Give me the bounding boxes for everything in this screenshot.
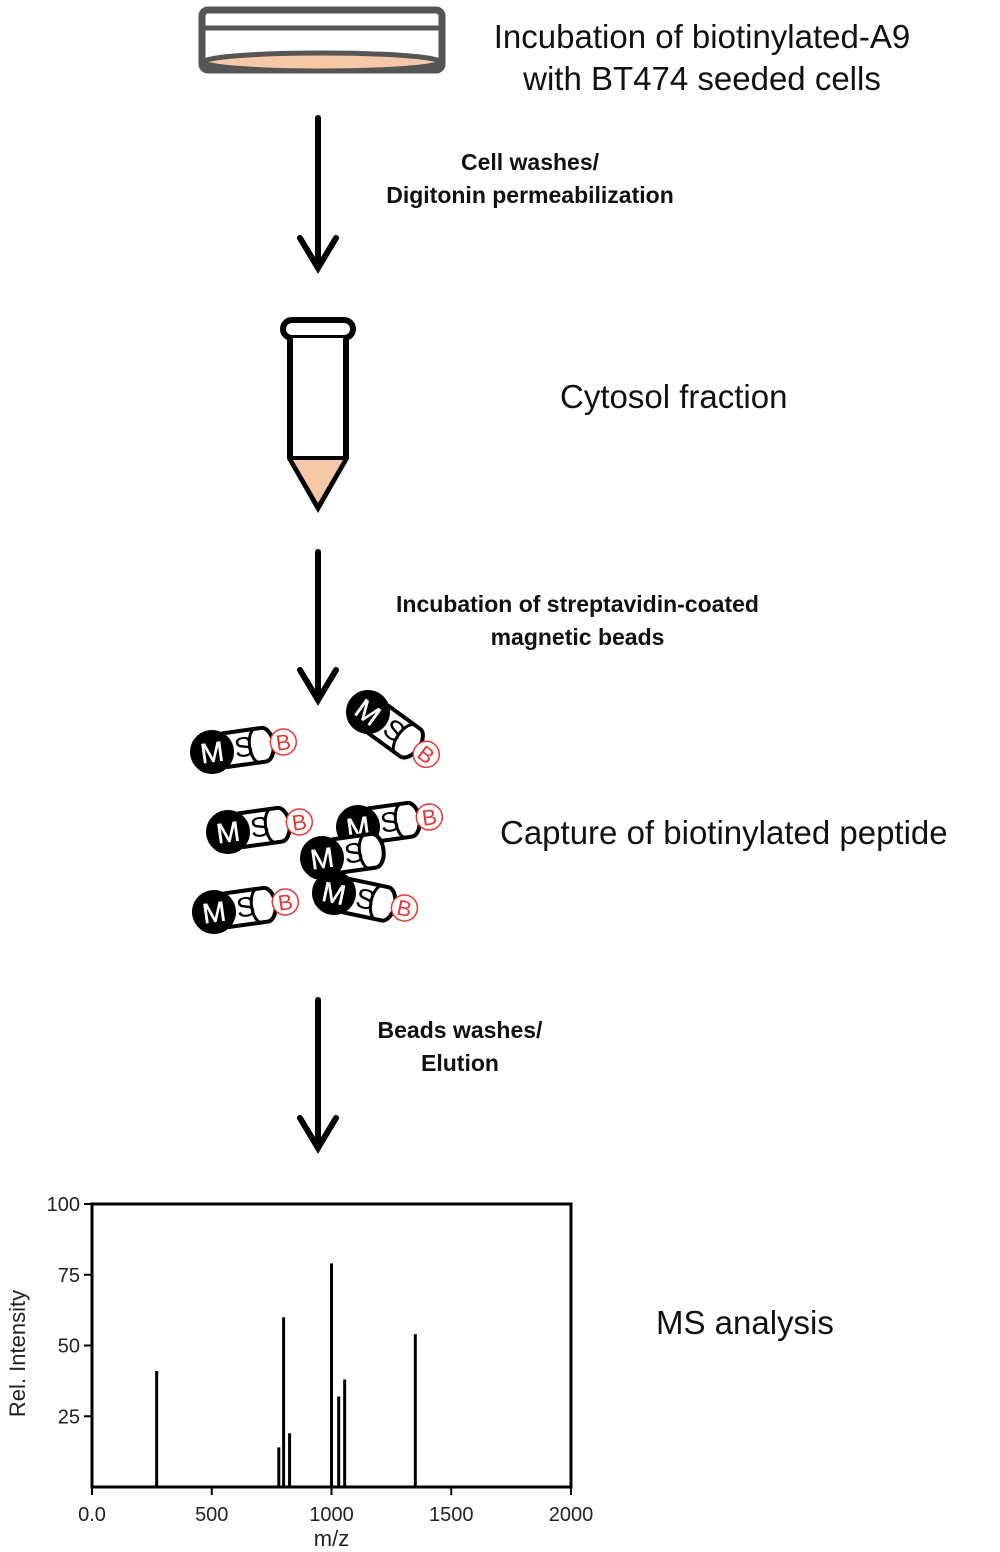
capture-bead: SM B xyxy=(206,805,314,854)
x-tick-label: 0.0 xyxy=(78,1504,106,1526)
transition-wash1-line1: Cell washes/ xyxy=(460,149,600,175)
x-axis-title: m/z xyxy=(314,1526,349,1551)
magnetic-bead-shape xyxy=(192,890,236,934)
transition-wash3-line2: Elution xyxy=(421,1050,499,1076)
magnetic-bead-shape xyxy=(190,730,234,774)
step-ms-label: MS analysis xyxy=(656,1304,834,1341)
biotin-shape xyxy=(269,728,298,756)
streptavidin-label: S xyxy=(234,890,257,923)
streptavidin-edge xyxy=(263,807,277,844)
transition-wash1-line2: Digitonin permeabilization xyxy=(386,182,674,208)
x-tick-label: 500 xyxy=(195,1504,228,1526)
capture-bead: SM B xyxy=(192,885,300,934)
magnetic-bead-label: M xyxy=(198,736,225,770)
streptavidin-label: S xyxy=(378,805,401,838)
streptavidin-edge xyxy=(391,723,417,755)
biotin-label: B xyxy=(290,809,308,836)
tube-icon xyxy=(280,317,356,514)
transition-wash2: Incubation of streptavidin-coated magnet… xyxy=(340,588,815,654)
biotin-label: B xyxy=(395,895,415,923)
streptavidin-label: S xyxy=(248,810,271,843)
x-tick-label: 1500 xyxy=(429,1504,474,1526)
step-incubation-label: Incubation of biotinylated-A9 with BT474… xyxy=(472,16,932,100)
step-cytosol-label: Cytosol fraction xyxy=(560,378,788,415)
streptavidin-edge xyxy=(368,884,383,921)
biotin-shape xyxy=(390,894,419,922)
transition-wash3-line1: Beads washes/ xyxy=(377,1017,543,1043)
transition-wash1: Cell washes/ Digitonin permeabilization xyxy=(340,146,720,212)
streptavidin-label: S xyxy=(232,730,255,763)
biotin-shape xyxy=(412,740,440,769)
transition-wash2-line2: magnetic beads xyxy=(490,624,665,650)
y-axis-title: Rel. Intensity xyxy=(5,1290,30,1417)
arrow-down-1 xyxy=(297,115,339,274)
magnetic-bead-label: M xyxy=(214,816,241,850)
capture-bead: SMB xyxy=(346,690,440,769)
biotin-shape xyxy=(415,803,444,831)
step-incubation-line2: with BT474 seeded cells xyxy=(523,60,881,97)
streptavidin-edge xyxy=(247,727,261,764)
ms-spectrum-chart: 0.0 500 1000 1500 2000 100 75 50 25 m/z Rel. Inten… xyxy=(5,1194,593,1551)
y-tick-label: 100 xyxy=(47,1194,80,1216)
magnetic-bead-label: M xyxy=(200,896,227,930)
magnetic-bead-shape xyxy=(206,810,250,854)
capture-bead: SM B xyxy=(190,725,298,774)
magnetic-bead-shape xyxy=(300,836,344,880)
biotin-label: B xyxy=(276,889,294,916)
transition-wash2-line1: Incubation of streptavidin-coated xyxy=(396,591,759,617)
biotin-shape xyxy=(285,808,314,836)
step-incubation-line1: Incubation of biotinylated-A9 xyxy=(493,18,911,55)
streptavidin-edge xyxy=(357,833,371,870)
y-tick-label: 75 xyxy=(58,1265,80,1287)
streptavidin-edge xyxy=(249,887,263,924)
x-tick-label: 2000 xyxy=(549,1504,594,1526)
magnetic-bead-label: M xyxy=(308,842,335,876)
x-tick-label: 1000 xyxy=(309,1504,354,1526)
capture-bead: SM xyxy=(300,831,386,880)
streptavidin-edge xyxy=(393,802,407,839)
biotin-shape xyxy=(271,888,300,916)
biotin-label: B xyxy=(274,729,292,756)
y-tick-label: 25 xyxy=(58,1406,80,1428)
streptavidin-label: S xyxy=(342,836,365,869)
step-capture-label: Capture of biotinylated peptide xyxy=(500,814,948,851)
biotin-label: B xyxy=(420,804,438,831)
petri-dish-icon xyxy=(198,6,446,74)
transition-wash3: Beads washes/ Elution xyxy=(330,1014,590,1080)
arrow-down-2 xyxy=(297,549,339,706)
magnetic-bead-shape xyxy=(346,690,390,734)
magnetic-bead-shape xyxy=(312,871,356,915)
y-tick-label: 50 xyxy=(58,1336,80,1358)
arrow-down-3 xyxy=(297,997,339,1154)
